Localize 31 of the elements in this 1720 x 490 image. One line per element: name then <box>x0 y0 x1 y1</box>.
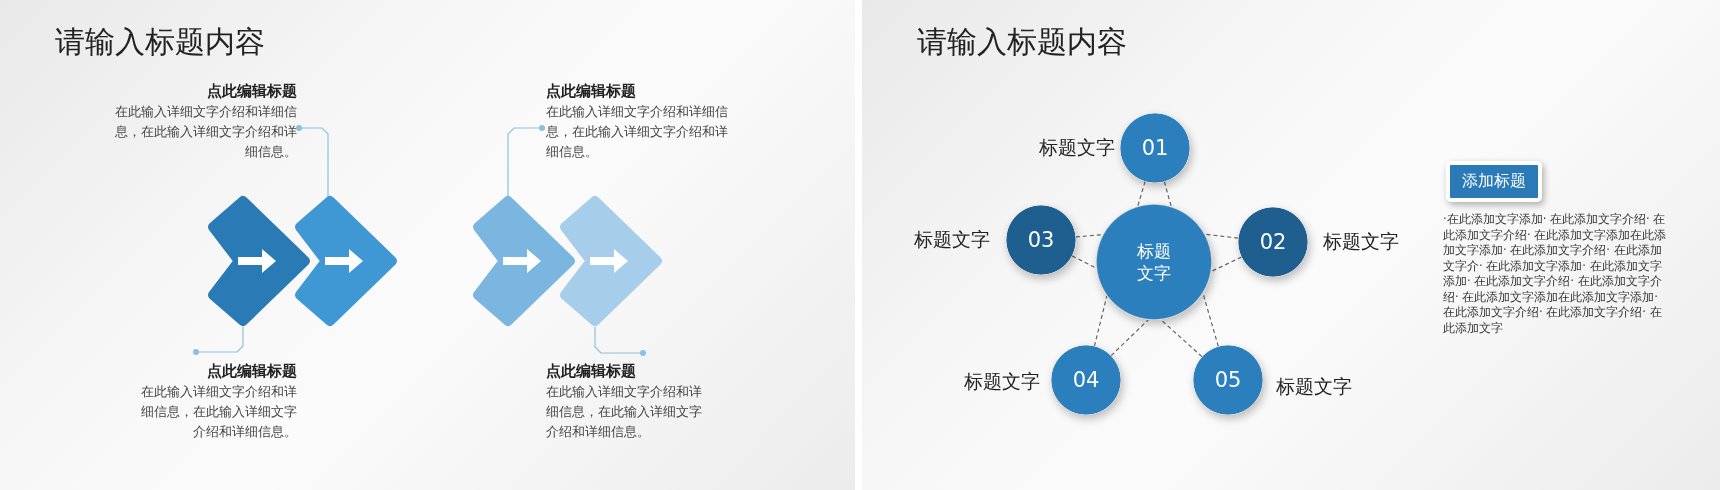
label-text: 标题文字 <box>1276 374 1352 399</box>
heading: 点此编辑标题 <box>206 81 297 102</box>
leader-line <box>507 125 545 199</box>
dashed-line <box>1202 292 1219 347</box>
slide-title: 请输入标题内容 <box>55 23 265 61</box>
dashed-line <box>1110 319 1149 357</box>
dashed-line <box>1163 181 1172 208</box>
leader-line <box>296 125 329 199</box>
body-text: 在此输入详细文字介绍和详细信息，在此输入详细文字介绍和详细信息。 <box>114 103 297 161</box>
label-text: 标题文字 <box>1039 135 1115 160</box>
heading: 点此编辑标题 <box>546 361 637 382</box>
label-text: 标题文字 <box>964 369 1040 394</box>
dashed-line <box>1137 180 1146 207</box>
heading: 点此编辑标题 <box>206 361 297 382</box>
dashed-line <box>1075 234 1104 238</box>
dashed-line <box>1071 255 1097 269</box>
body-text: 在此输入详细文字介绍和详细信息，在此输入详细文字介绍和详细信息。 <box>546 383 703 441</box>
body-text: ·在此添加文字添加· 在此添加文字介绍· 在此添加文字介绍· 在此添加文字添加在此添加文字添加· 在此添加文字介绍· 在此添加文字介· 在此添加文字添加· 在此添加文字添加· 在此添加文字介绍· 在此添加文字介绍· 在此添加文字添加在此添加文字添加· 在此添加文字介绍· 在此添加文字介绍· 在此添加文字 <box>1443 212 1667 336</box>
title-tag: 添加标题 <box>1446 161 1542 202</box>
leader-line <box>594 326 646 356</box>
label-text: 标题文字 <box>1323 229 1399 254</box>
heading: 点此编辑标题 <box>546 81 637 102</box>
body-text: 在此输入详细文字介绍和详细信息，在此输入详细文字介绍和详细信息。 <box>546 103 729 161</box>
body-text: 在此输入详细文字介绍和详细信息，在此输入详细文字介绍和详细信息。 <box>140 383 297 441</box>
dashed-line <box>1204 233 1239 239</box>
slide-title: 请输入标题内容 <box>917 23 1127 61</box>
dashed-line <box>1210 256 1242 273</box>
leader-line <box>193 326 244 355</box>
dashed-line <box>1160 319 1203 358</box>
label-text: 标题文字 <box>914 227 990 252</box>
dashed-line <box>1093 295 1108 347</box>
